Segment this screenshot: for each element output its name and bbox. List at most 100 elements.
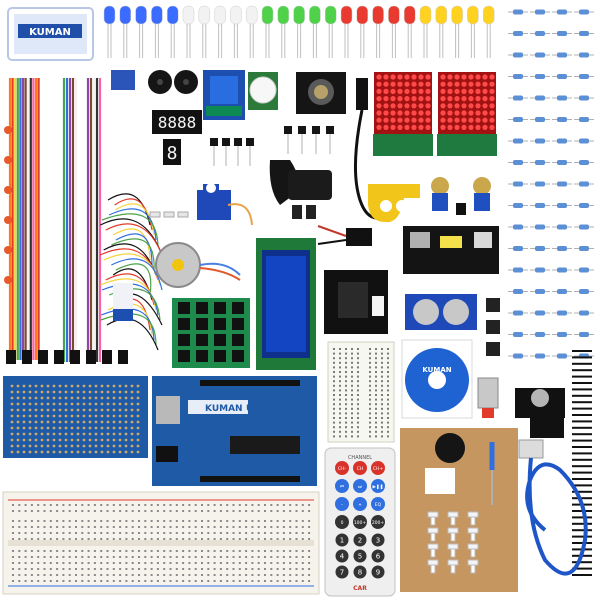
header-pin [572,426,592,429]
remote-digit-button: 2 [353,533,367,547]
led [230,5,242,58]
transistor [284,126,292,154]
remote-digit-button: 4 [335,549,349,563]
svg-text:2: 2 [358,537,362,545]
keypad-key [232,302,244,314]
resistor [552,310,572,316]
header-pin [572,350,592,352]
resistor [530,117,550,122]
svg-text:CH+: CH+ [373,466,384,472]
resistor [530,31,550,36]
keypad-key [214,318,226,330]
transistor [312,126,320,154]
resistor [508,138,528,144]
software-cd: KUMAN [401,339,473,419]
resistor-grid [508,9,594,359]
wire-end [4,216,12,224]
led [467,5,479,58]
standoff [427,559,439,574]
led [388,5,400,58]
buzzers [148,70,198,94]
resistor [508,224,528,230]
keypad-key [214,302,226,314]
resistor [508,203,528,208]
resistor [508,246,528,251]
connector [102,350,112,364]
header-pin [572,484,592,487]
svg-text:CH: CH [357,466,364,472]
stepper-motor [155,242,241,288]
large-breadboard [2,491,320,595]
kit-box: KUMAN [7,7,94,61]
lcd-1602 [256,238,316,370]
header-pin [572,362,592,365]
header-pin [572,420,592,423]
resistor [508,160,528,165]
connector [70,350,80,364]
cork-board [400,428,518,592]
pir-sensor [248,72,278,110]
svg-text:EQ: EQ [375,502,382,508]
seven-segment-4digit: 8888 [152,110,202,134]
header-pin [572,567,592,570]
led [293,5,305,58]
keypad-key [232,318,244,330]
resistor [530,160,550,165]
uno-board: KUMAN UNO [152,376,317,486]
resistor [508,9,528,15]
resistor [552,289,572,294]
remote-digit-button: 1 [335,533,349,547]
header-pin [572,542,592,544]
resistor [508,181,528,187]
resistor [508,74,528,79]
led [261,5,274,58]
standoff [427,543,439,558]
rotary-encoder [515,388,565,418]
resistor [574,289,594,294]
header-pin [572,414,592,416]
resistor [530,310,550,316]
transistor [234,138,242,166]
standoff [447,527,459,542]
resistor [530,203,550,208]
led [119,5,132,58]
resistor [574,52,594,58]
remote-button: EQ [371,497,385,511]
seven-segment-single: 8 [163,139,181,165]
remote-button: 200+ [371,515,385,529]
servo-motor [197,183,253,226]
remote-button: 100+ [353,515,367,529]
led [482,5,495,58]
standoff [447,511,459,526]
four-digit-text: 8888 [158,113,197,132]
svg-text:5: 5 [358,553,362,561]
remote-brand-text: CAR [353,585,367,592]
svg-text:7: 7 [340,569,344,577]
svg-text:⏭: ⏭ [358,485,362,490]
keypad-key [196,318,208,330]
header-pin [572,452,592,455]
remote-button: CH [353,461,367,475]
led-matrix [373,72,433,156]
battery-clip [317,225,372,246]
resistor [508,52,528,58]
keypad-key [196,302,208,314]
remote-button: + [353,497,367,511]
capacitor [177,211,189,218]
jumper-wires [4,78,163,364]
header-pin [572,433,592,436]
header-pin [572,446,592,448]
resistor [552,52,572,58]
remote-digit-button: 6 [371,549,385,563]
resistor [530,267,550,273]
resistor [552,74,572,79]
resistor [530,289,550,294]
box-brand-text: KUMAN [29,27,71,38]
small-components [149,126,466,218]
led [198,5,211,58]
transistor [326,126,334,154]
resistor [508,267,528,273]
keypad-matrix [172,298,250,368]
keypad-key [232,334,244,346]
